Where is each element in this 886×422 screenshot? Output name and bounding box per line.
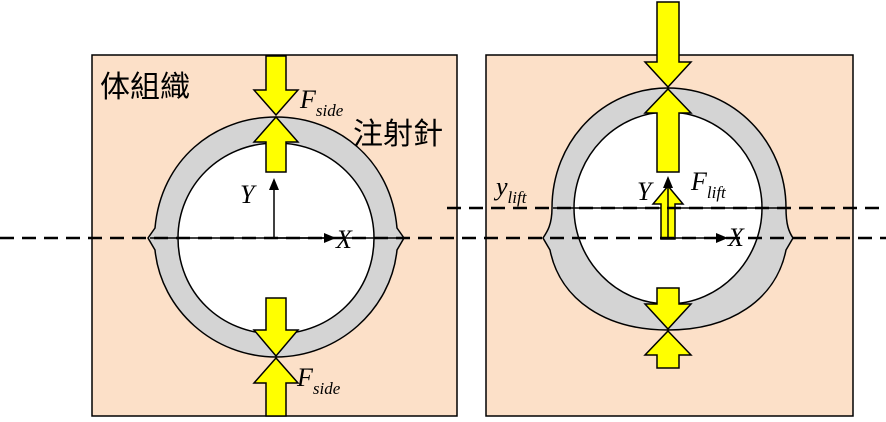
left-top-arrow-up — [252, 115, 300, 173]
needle-label: 注射針 — [353, 117, 443, 152]
right-top-arrow-down — [643, 1, 693, 89]
left-panel: Y X 体組織 注射針 Fside Fside — [91, 54, 458, 417]
right-top-arrow-up — [643, 87, 693, 173]
right-y-axis-head — [663, 176, 673, 188]
tissue-label: 体組織 — [100, 70, 190, 105]
left-bottom-arrow-down — [252, 297, 300, 358]
right-x-axis-head — [716, 233, 728, 243]
left-bottom-arrow-up — [252, 356, 300, 417]
right-bottom-arrow-down — [643, 287, 693, 331]
right-y-axis-label: Y — [637, 177, 654, 206]
right-bottom-arrow-up — [643, 329, 693, 369]
left-y-axis-head — [269, 178, 279, 190]
left-y-axis-label: Y — [240, 180, 257, 209]
left-x-axis-label: X — [335, 225, 353, 254]
f-side-bottom-label: Fside — [296, 363, 341, 398]
f-side-top-label: Fside — [299, 85, 344, 120]
left-top-arrow-down — [252, 55, 300, 117]
y-lift-label: ylift — [493, 172, 528, 207]
f-lift-label: Flift — [690, 167, 727, 202]
